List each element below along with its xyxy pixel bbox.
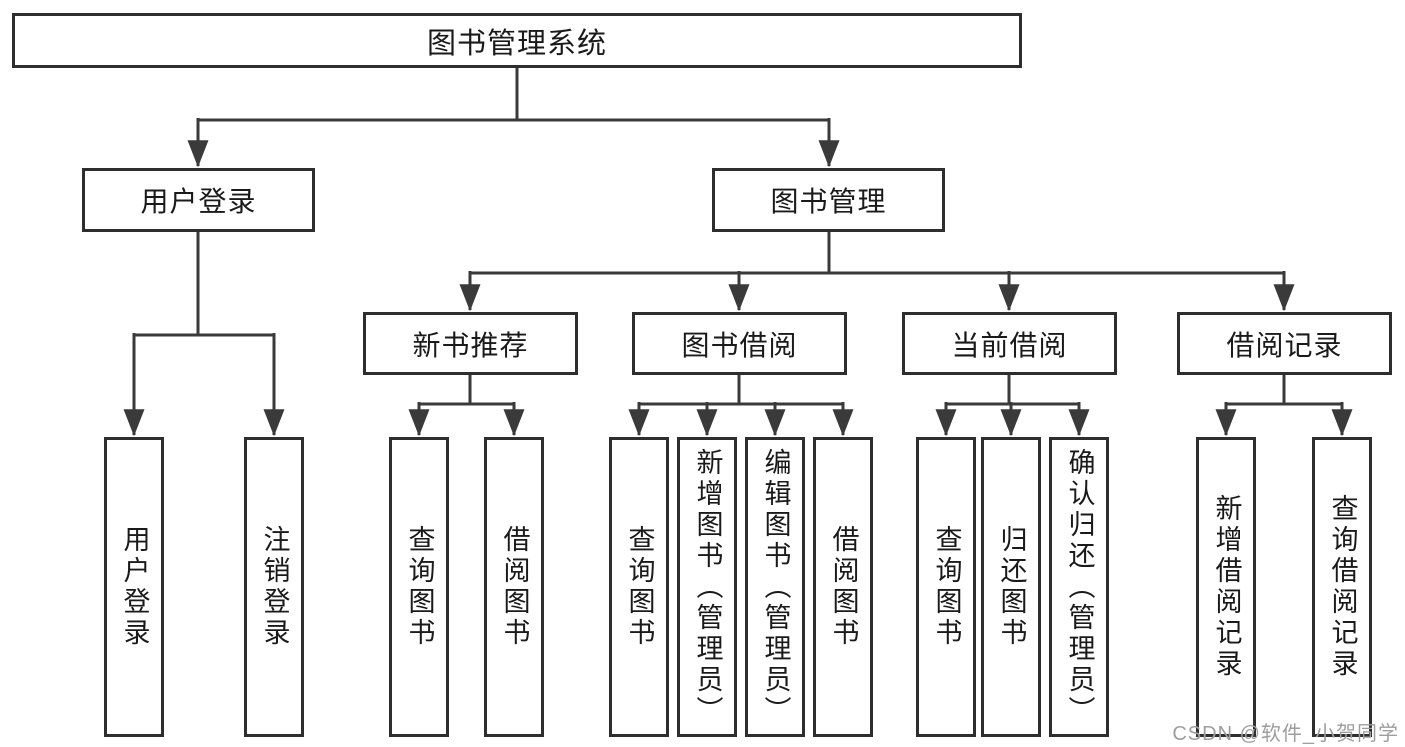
leaf-label: 用户登录 (119, 525, 150, 649)
leaf-query-borrow-record: 查询借阅记录 (1312, 437, 1372, 737)
leaf-label: 注销登录 (259, 525, 290, 649)
node-book-borrowing: 图书借阅 (632, 312, 847, 375)
leaf-return-books: 归还图书 (981, 437, 1041, 737)
leaf-confirm-return-admin: 确认归还（管理员） (1049, 437, 1109, 737)
leaf-add-borrow-record: 新增借阅记录 (1196, 437, 1256, 737)
leaf-label: 新增图书（管理员） (692, 447, 723, 727)
leaf-add-books-admin: 新增图书（管理员） (677, 437, 737, 737)
node-label: 图书管理 (770, 186, 887, 217)
node-book-management: 图书管理 (712, 168, 945, 232)
leaf-label: 查询图书 (931, 525, 962, 649)
leaf-label: 借阅图书 (828, 525, 859, 649)
leaf-query-books-borrow: 查询图书 (609, 437, 669, 737)
leaf-query-books-recommend: 查询图书 (389, 437, 449, 737)
leaf-label: 确认归还（管理员） (1064, 447, 1095, 727)
leaf-label: 编辑图书（管理员） (760, 447, 791, 727)
node-label: 图书管理系统 (426, 27, 607, 60)
node-label: 用户登录 (140, 186, 257, 217)
leaf-borrow-books-recommend: 借阅图书 (484, 437, 544, 737)
node-label: 新书推荐 (412, 329, 529, 361)
leaf-edit-books-admin: 编辑图书（管理员） (745, 437, 805, 737)
node-user-login: 用户登录 (82, 168, 315, 232)
node-current-borrowing: 当前借阅 (902, 312, 1117, 375)
leaf-borrow-books: 借阅图书 (813, 437, 873, 737)
leaf-query-books-current: 查询图书 (916, 437, 976, 737)
node-library-system: 图书管理系统 (12, 13, 1022, 68)
leaf-label: 查询图书 (624, 525, 655, 649)
node-label: 图书借阅 (681, 329, 798, 361)
node-label: 借阅记录 (1226, 329, 1343, 361)
node-label: 当前借阅 (951, 329, 1068, 361)
node-new-book-recommendation: 新书推荐 (363, 312, 578, 375)
watermark: CSDN @软件_小贺同学 (1172, 723, 1399, 745)
leaf-label: 查询借阅记录 (1327, 494, 1358, 680)
leaf-label: 借阅图书 (499, 525, 530, 649)
leaf-label: 查询图书 (404, 525, 435, 649)
leaf-user-login: 用户登录 (104, 437, 164, 737)
node-borrowing-records: 借阅记录 (1177, 312, 1392, 375)
leaf-label: 新增借阅记录 (1211, 494, 1242, 680)
leaf-label: 归还图书 (996, 525, 1027, 649)
leaf-logout: 注销登录 (244, 437, 304, 737)
